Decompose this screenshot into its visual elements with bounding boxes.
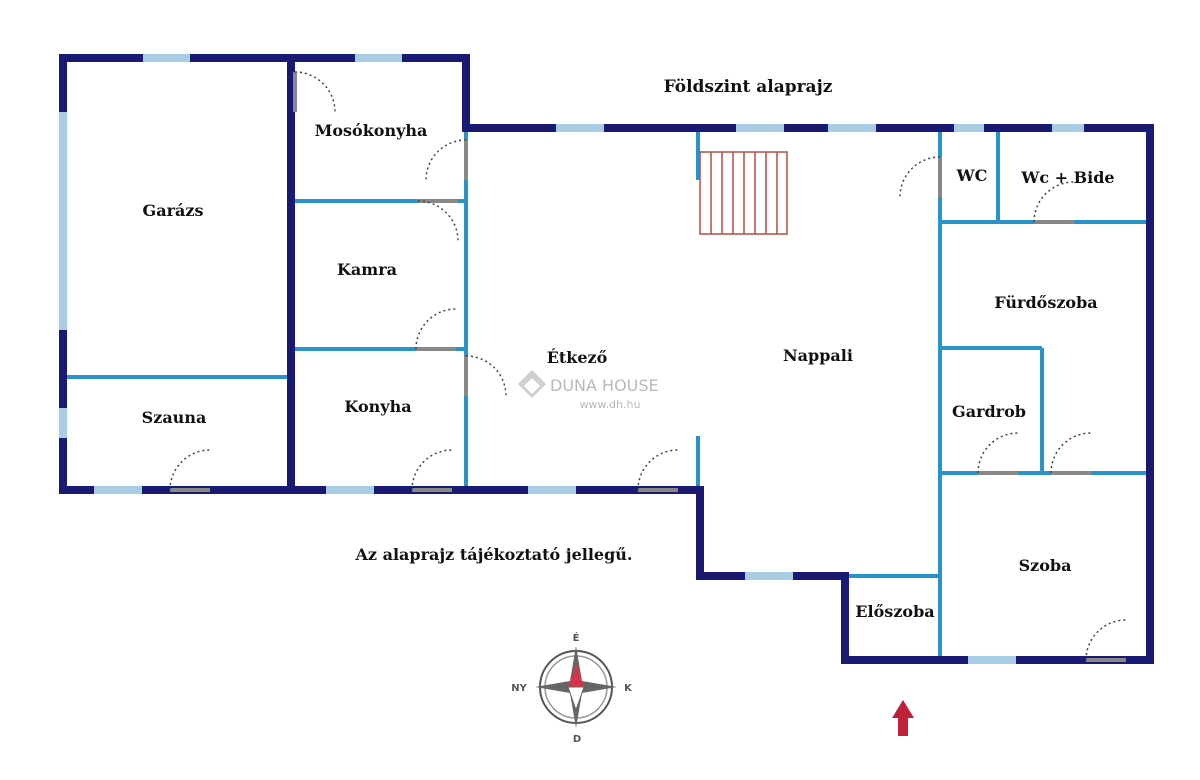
room-label-furdoszoba: Fürdőszoba (994, 293, 1097, 312)
room-label-konyha: Konyha (344, 397, 411, 416)
compass-north-label: É (573, 631, 580, 644)
compass-south-label: D (573, 734, 581, 745)
watermark-brand: DUNA HOUSE (550, 376, 659, 395)
door-wc-bide (1033, 181, 1075, 224)
door-wc (899, 156, 942, 198)
duna-house-logo-icon (518, 370, 546, 398)
room-labels: Garázs Mosókonyha Kamra Szauna Konyha Ét… (142, 121, 1115, 621)
room-label-kamra: Kamra (337, 260, 397, 279)
room-label-mosokonyha: Mosókonyha (315, 121, 428, 140)
room-label-nappali: Nappali (783, 346, 853, 365)
watermark-url: www.dh.hu (580, 398, 641, 411)
room-label-gardrob: Gardrob (952, 402, 1026, 421)
door-szoba (1085, 619, 1127, 662)
windows (59, 54, 1084, 664)
door-konyha-etkezo (464, 355, 507, 397)
compass-east-label: K (624, 683, 633, 694)
plan-title: Földszint alaprajz (664, 77, 833, 97)
doors (169, 71, 1127, 662)
door-gardrob (977, 432, 1019, 475)
room-label-eloszoba: Előszoba (855, 602, 934, 621)
compass-west-label: NY (511, 683, 527, 694)
door-furdoszoba (1050, 432, 1092, 475)
outer-walls (59, 54, 1154, 664)
watermark: DUNA HOUSE www.dh.hu (518, 370, 659, 411)
entrance-arrow-icon (892, 700, 914, 736)
door-szauna (169, 449, 211, 492)
door-kamra-bottom (415, 308, 457, 351)
door-konyha-bottom (411, 449, 453, 492)
room-label-wc-bide: Wc + Bide (1020, 168, 1114, 187)
staircase (699, 151, 788, 235)
room-label-wc: WC (956, 166, 988, 185)
room-label-szauna: Szauna (142, 408, 207, 427)
room-label-szoba: Szoba (1019, 556, 1072, 575)
door-mosokonyha-side (425, 139, 468, 181)
compass-rose-icon: É D NY K (511, 631, 633, 745)
door-mosokonyha-top (293, 71, 336, 113)
door-kamra-top (417, 199, 459, 242)
room-label-etkezo: Étkező (547, 347, 608, 367)
room-label-garazs: Garázs (143, 201, 204, 220)
door-etkezo-bottom (637, 449, 679, 492)
plan-note: Az alaprajz tájékoztató jellegű. (355, 545, 633, 564)
